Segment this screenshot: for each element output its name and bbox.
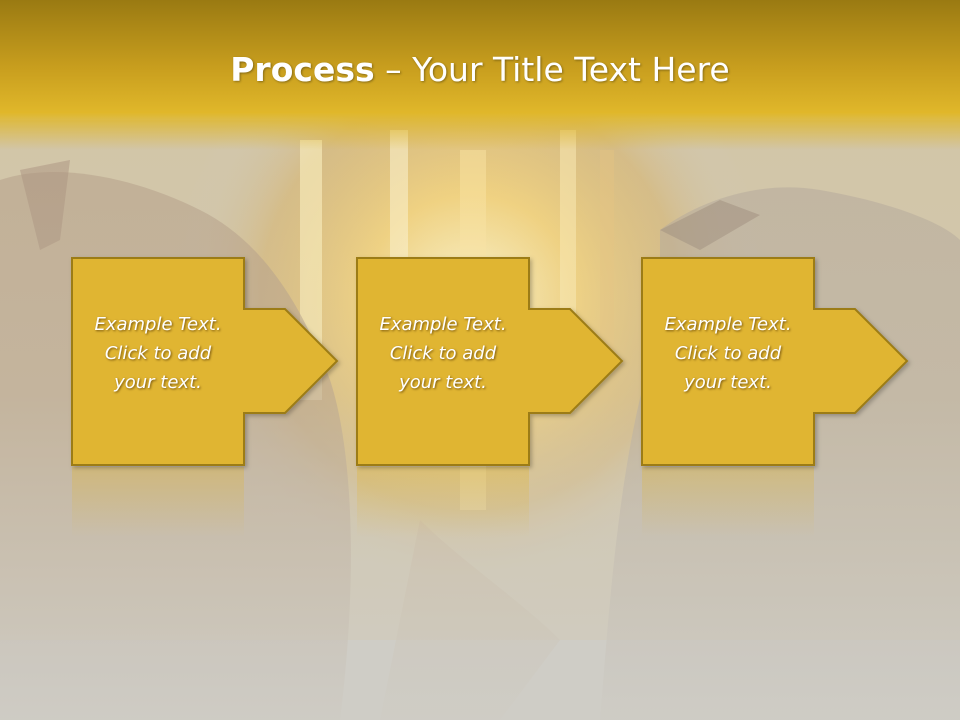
step-2-line-2: Click to add bbox=[389, 343, 497, 364]
process-step-1-shape[interactable] bbox=[71, 257, 339, 466]
step-3-line-3: your text. bbox=[684, 372, 772, 393]
header-band bbox=[0, 0, 960, 150]
process-step-2-text[interactable]: Example Text. Click to add your text. bbox=[357, 310, 529, 397]
step-1-line-1: Example Text. bbox=[94, 314, 222, 335]
page-title[interactable]: Process – Your Title Text Here bbox=[0, 50, 960, 89]
step-2-line-3: your text. bbox=[399, 372, 487, 393]
title-bold: Process bbox=[230, 50, 375, 89]
step-1-line-2: Click to add bbox=[104, 343, 212, 364]
process-step-1-text[interactable]: Example Text. Click to add your text. bbox=[72, 310, 244, 397]
process-step-3-shape[interactable] bbox=[641, 257, 909, 466]
step-1-line-3: your text. bbox=[114, 372, 202, 393]
reflections bbox=[72, 467, 814, 537]
process-step-2-shape[interactable] bbox=[356, 257, 624, 466]
process-step-3-text[interactable]: Example Text. Click to add your text. bbox=[642, 310, 814, 397]
step-3-line-1: Example Text. bbox=[664, 314, 792, 335]
step-3-line-2: Click to add bbox=[674, 343, 782, 364]
title-rest: – Your Title Text Here bbox=[374, 50, 730, 89]
step-2-line-1: Example Text. bbox=[379, 314, 507, 335]
